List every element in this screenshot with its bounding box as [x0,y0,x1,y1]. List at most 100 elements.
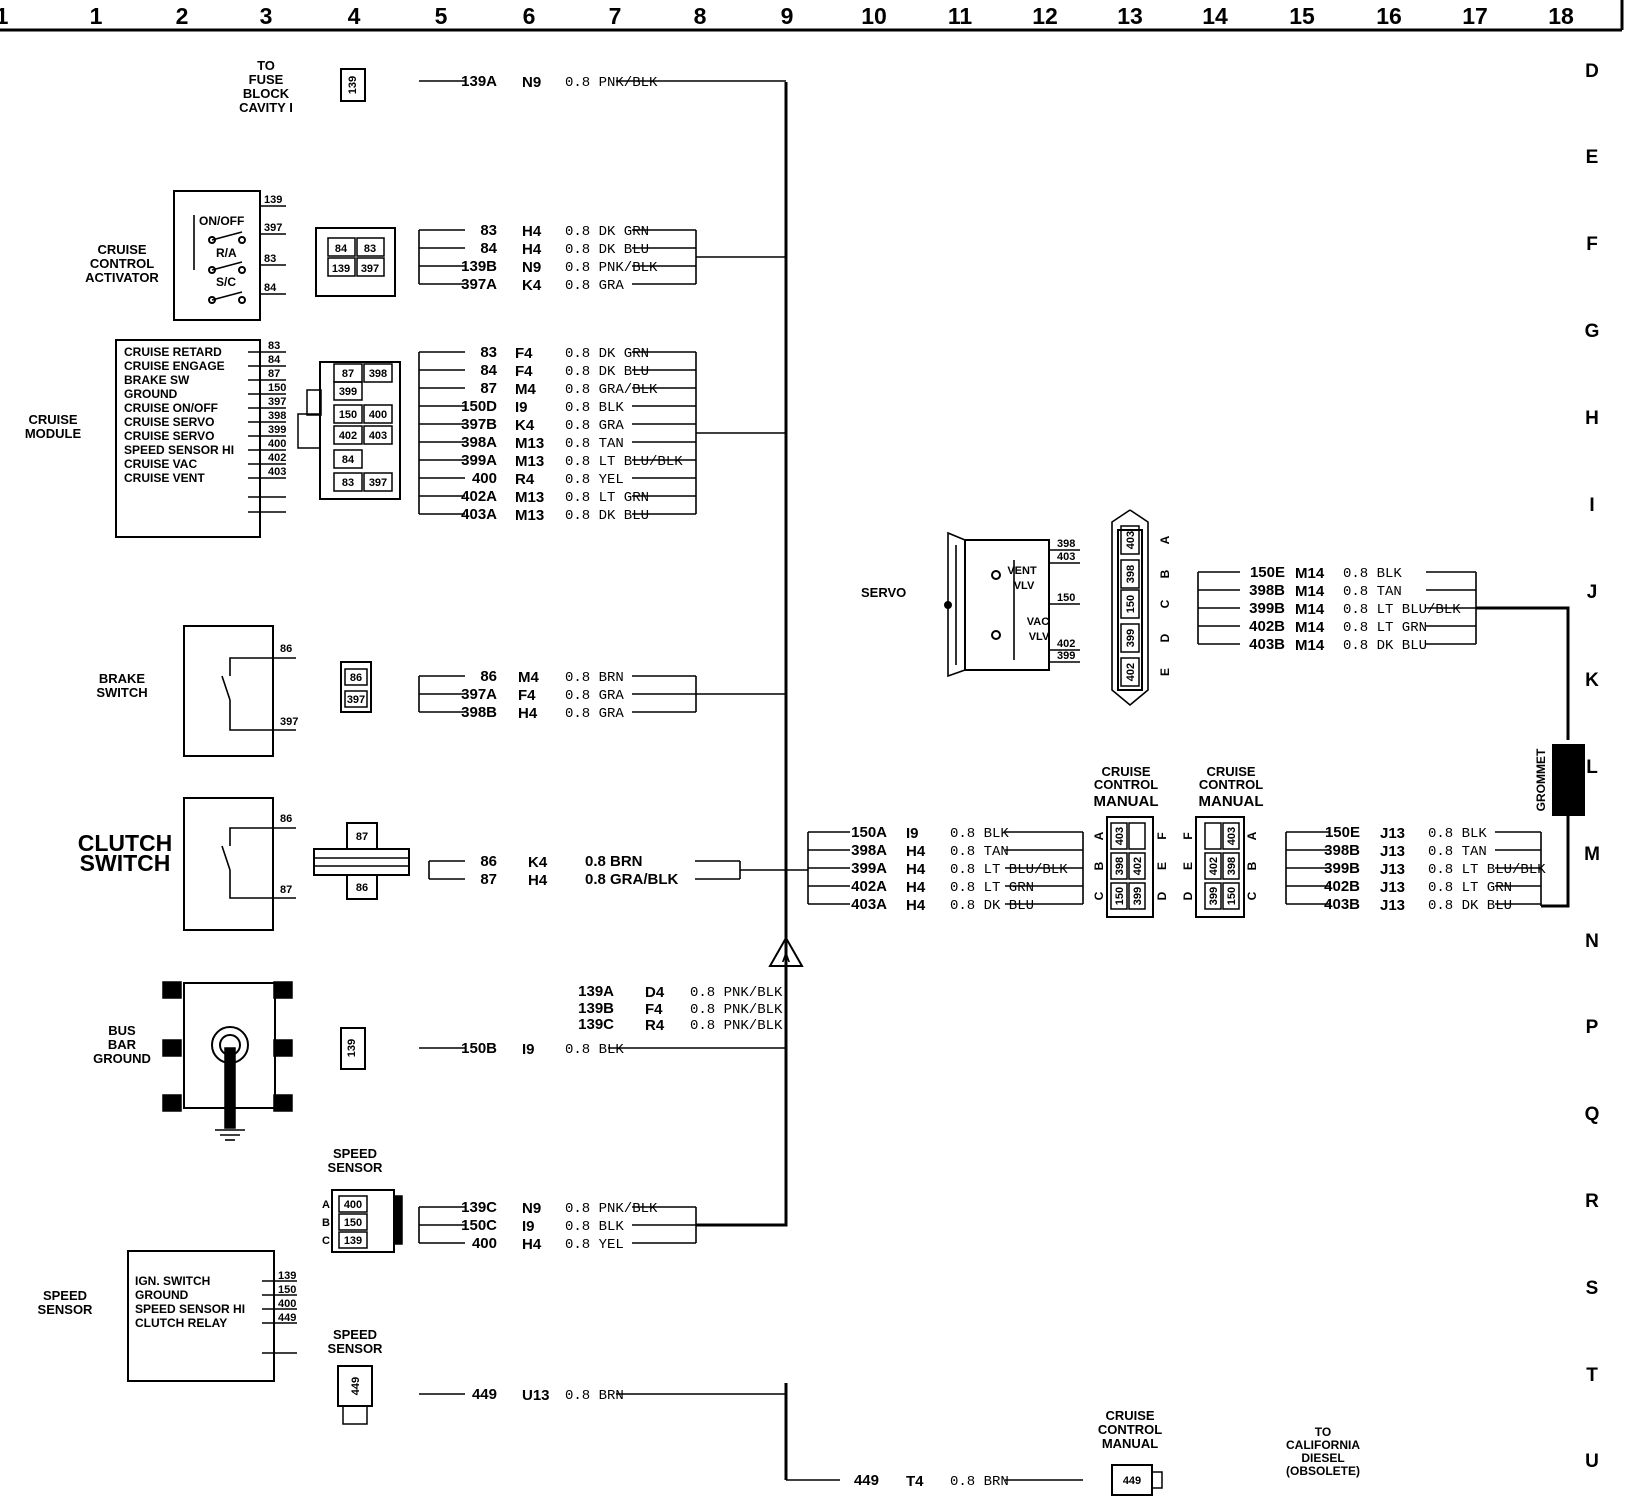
servo-connector-letter: C [1158,599,1172,608]
grommet-trunk [1541,815,1570,908]
module-wire-spec: 0.8 GRA/BLK [565,382,658,398]
pin-cell [363,363,393,383]
vent-valve-symbol [991,570,1001,580]
module-function-label: CRUISE VENT [124,471,205,485]
speed-wire-spec: 0.8 PNK/BLK [565,1201,658,1217]
grid-column-label: 16 [1376,3,1402,29]
pin-cell [1110,882,1128,910]
speed-circuit-label: 400 [472,1235,497,1252]
pin-cell [1222,852,1240,880]
module-circuit-label: 398A [461,434,497,451]
grid-column-label: 18 [1548,3,1574,29]
brake-blade [221,675,231,701]
grid-row-label: H [1585,408,1599,429]
pin-cell [356,257,385,277]
ccm-right-wire-spec: 0.8 BLK [1428,826,1487,842]
speed-sensor-pin-label: 139 [278,1270,296,1282]
servo-valve-label: VLV [1014,580,1035,592]
grid-column-label: 8 [694,3,707,29]
speed-location-label: I9 [522,1218,535,1235]
california-label: TO [1315,1425,1331,1439]
splice-circuit-label: 139C [578,1016,614,1033]
ccm-1-label: CONTROL [1094,777,1158,792]
grid-row-label: I [1589,495,1594,516]
grid-row-label: D [1585,61,1599,82]
speed-sensor-label: SPEED [43,1288,87,1303]
speed-sensor-function-label: CLUTCH RELAY [135,1316,227,1330]
activator-circuit-label: 83 [480,222,497,239]
servo-pivot [944,601,952,609]
speed-connector-latch [393,1195,403,1245]
pin-cell [1120,623,1140,653]
activator-pin-label: 84 [264,282,277,294]
ccm-left-wire-spec: 0.8 LT GRN [950,880,1034,896]
clutch-switch-label: CLUTCH [78,830,173,856]
pin-cell [333,425,363,445]
activator-label: CRUISE [97,242,146,257]
servo-connector [1111,509,1149,707]
servo-label: SERVO [861,585,906,600]
grid-column-label: 12 [1032,3,1058,29]
servo-circuit-label: 402B [1249,618,1285,635]
activator-wire-spec: 0.8 DK BLU [565,242,649,258]
grid-column-label: 17 [1462,3,1488,29]
servo-valve-label: VAC [1027,616,1049,628]
brake-switch-box [183,625,274,757]
brake-pin-label: 397 [280,716,298,728]
activator-location-label: K4 [522,277,542,294]
speed2-location-label: U13 [522,1387,550,1404]
splice-wire-spec: 0.8 PNK/BLK [690,1018,783,1034]
ccm-1-label: CRUISE [1101,764,1150,779]
connector-pin-label: 84 [335,243,348,255]
servo-circuit-label: 403B [1249,636,1285,653]
speed-wire-spec: 0.8 YEL [565,1237,624,1253]
connector-pin-label: 397 [361,263,379,275]
connector-pin-label: 398 [1125,565,1137,583]
ccm-1-letter: C [1092,891,1106,900]
ccm-right-location-label: J13 [1380,897,1405,914]
clutch-location-label: H4 [528,872,548,889]
pin-cell [1110,852,1128,880]
servo-location-label: M14 [1295,565,1325,582]
fuse-circuit-label: 139A [461,73,497,90]
pin-cell-empty [1128,822,1146,850]
ccm-left-wire-spec: 0.8 BLK [950,826,1009,842]
brake-circuit-label: 398B [461,704,497,721]
ccm-right-wire-spec: 0.8 LT BLU/BLK [1428,862,1546,878]
servo-location-label: M14 [1295,583,1325,600]
pin-cell [1128,882,1146,910]
module-wire-spec: 0.8 GRA [565,418,624,434]
bus-terminal-label: 2 [169,1043,175,1055]
module-function-label: SPEED SENSOR HI [124,443,234,457]
ccm-left-wire-spec: 0.8 DK BLU [950,898,1034,914]
splice-wire-spec: 0.8 PNK/BLK [690,1002,783,1018]
grid-row-label: E [1586,147,1599,168]
speed-sensor-function-label: GROUND [135,1288,189,1302]
connector-pin-label: 403 [1114,827,1126,845]
connector-pin-label: 402 [339,430,357,442]
servo-pin-label: 399 [1057,650,1075,662]
california-label: CALIFORNIA [1286,1438,1360,1452]
grid-row-label: Q [1585,1104,1600,1125]
pin-cell [333,404,363,424]
ccm-left-location-label: I9 [906,825,919,842]
connector-pin-label: 449 [1123,1475,1141,1487]
grid-row-label: K [1585,670,1599,691]
pin-cell [363,472,393,492]
activator-pin-label: 397 [264,222,282,234]
module-location-label: F4 [515,363,533,380]
speed-sensor-connector-label: SPEED [333,1146,377,1161]
ccm-3-label: CONTROL [1098,1422,1162,1437]
brake-wire-spec: 0.8 GRA [565,706,624,722]
grid-row-label: R [1585,1191,1599,1212]
grid-column-label: 2 [176,3,189,29]
pin-cell [333,472,363,492]
pin-cell [1110,822,1128,850]
connector-pin-label: 150 [1226,887,1238,905]
splice-location-label: R4 [645,1017,665,1034]
brake-circuit-label: 397A [461,686,497,703]
module-function-label: CRUISE SERVO [124,429,214,443]
servo-wire-spec: 0.8 LT GRN [1343,620,1427,636]
module-wire-spec: 0.8 BLK [565,400,624,416]
splice-label: A [782,951,791,965]
